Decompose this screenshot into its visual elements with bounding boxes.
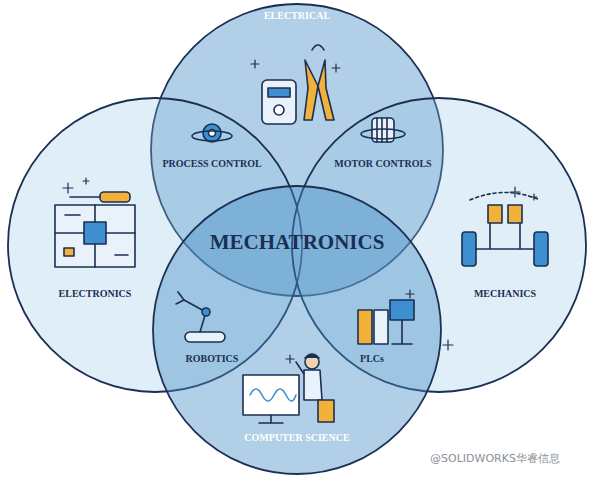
circle-label: COMPUTER SCIENCE — [244, 432, 349, 443]
circle-label: ELECTRICAL — [264, 10, 330, 21]
computer-icon — [243, 375, 299, 423]
overlap-label: ROBOTICS — [186, 353, 239, 364]
overlap-label: PROCESS CONTROL — [162, 158, 261, 169]
meter-icon — [262, 80, 296, 124]
overlap-label: PLCs — [360, 353, 384, 364]
circle-label: ELECTRONICS — [59, 288, 132, 299]
overlap-label: MOTOR CONTROLS — [334, 158, 431, 169]
venn-circle: COMPUTER SCIENCE — [152, 185, 442, 475]
center-title: MECHATRONICS — [210, 230, 385, 255]
circle-label: MECHANICS — [474, 288, 536, 299]
watermark: @SOLIDWORKS华睿信息 — [430, 451, 560, 466]
circuit-board-icon — [55, 205, 135, 267]
